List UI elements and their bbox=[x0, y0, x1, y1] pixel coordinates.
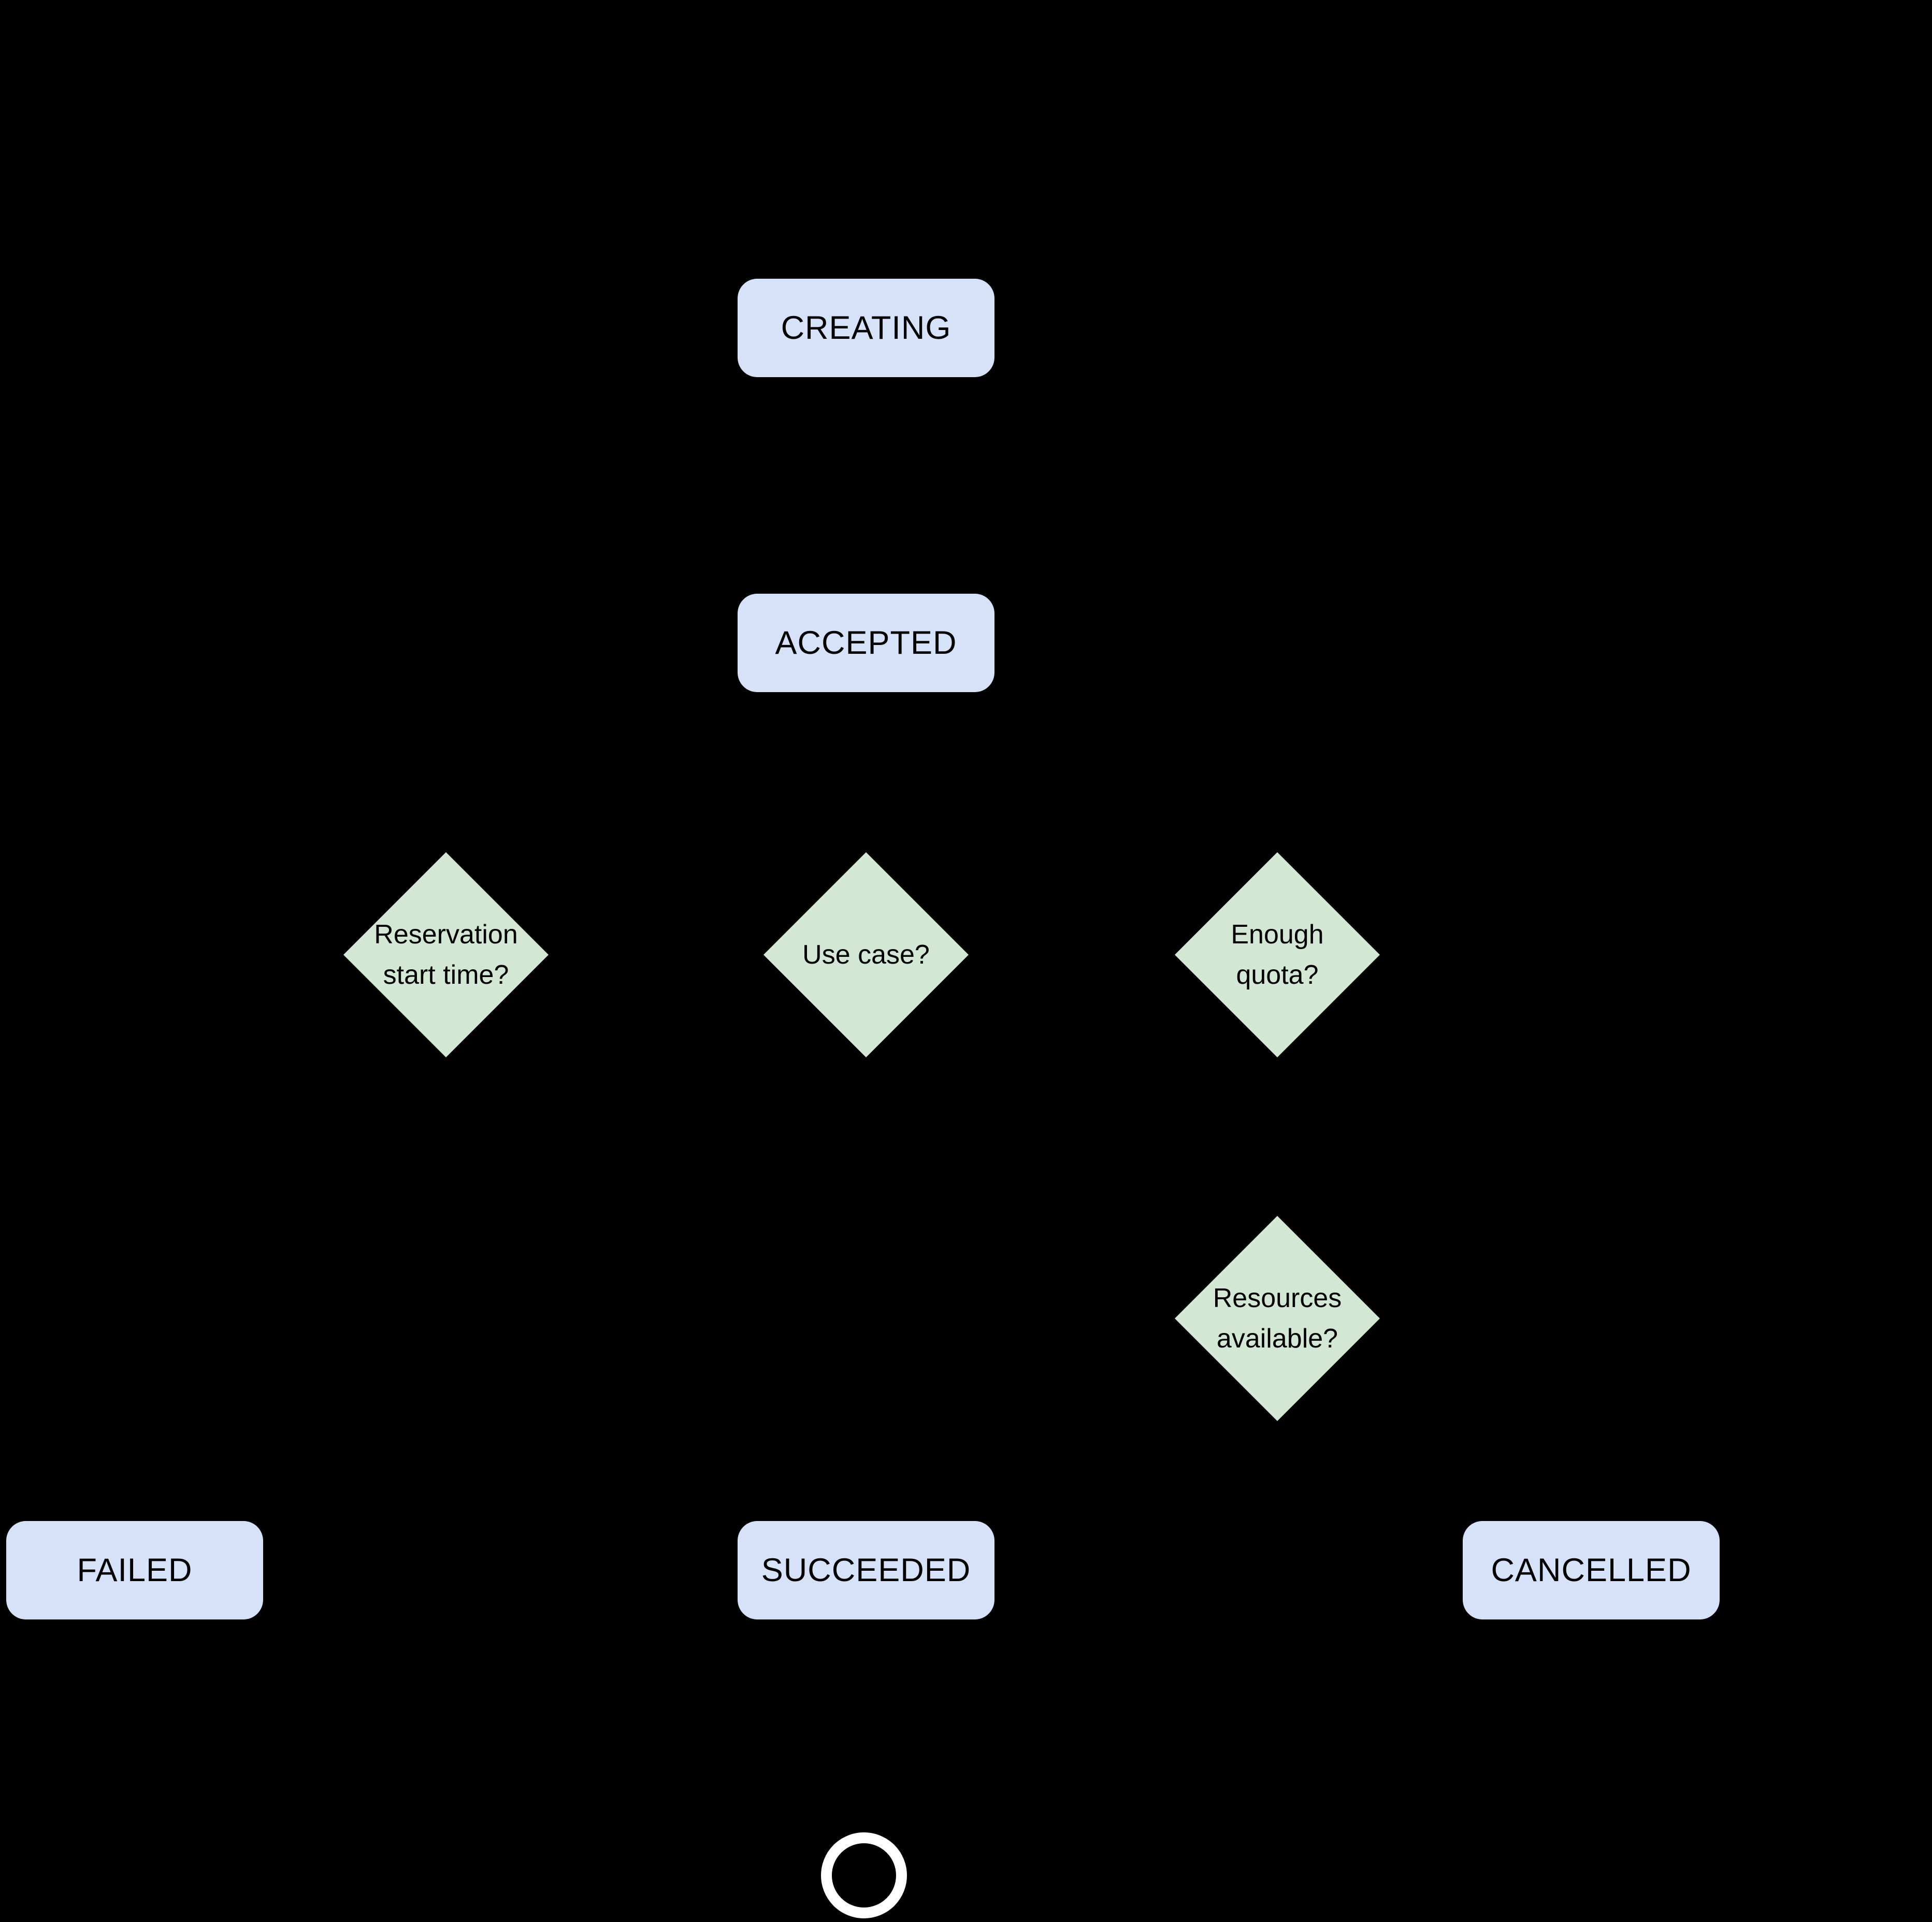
state-failed-label: FAILED bbox=[77, 1552, 193, 1588]
state-accepted: ACCEPTED bbox=[738, 594, 994, 692]
decision-reservation-start-time-label: Reservation start time? bbox=[374, 920, 518, 990]
state-creating: CREATING bbox=[738, 279, 994, 377]
end-state-circle-icon bbox=[821, 1832, 907, 1918]
state-succeeded-label: SUCCEEDED bbox=[761, 1552, 971, 1588]
decision-enough-quota: Enough quota? bbox=[1175, 852, 1380, 1057]
decision-reservation-start-time: Reservation start time? bbox=[343, 852, 549, 1057]
decision-enough-quota-label: Enough quota? bbox=[1231, 920, 1324, 990]
state-cancelled-label: CANCELLED bbox=[1491, 1552, 1692, 1588]
state-creating-label: CREATING bbox=[781, 310, 951, 346]
state-accepted-label: ACCEPTED bbox=[775, 625, 957, 661]
decision-use-case-label: Use case? bbox=[802, 940, 930, 970]
state-failed: FAILED bbox=[6, 1521, 263, 1619]
decision-use-case: Use case? bbox=[763, 852, 969, 1057]
state-succeeded: SUCCEEDED bbox=[738, 1521, 994, 1619]
decision-resources-available-label: Resources available? bbox=[1213, 1283, 1342, 1354]
state-cancelled: CANCELLED bbox=[1463, 1521, 1720, 1619]
decision-resources-available: Resources available? bbox=[1175, 1216, 1380, 1421]
